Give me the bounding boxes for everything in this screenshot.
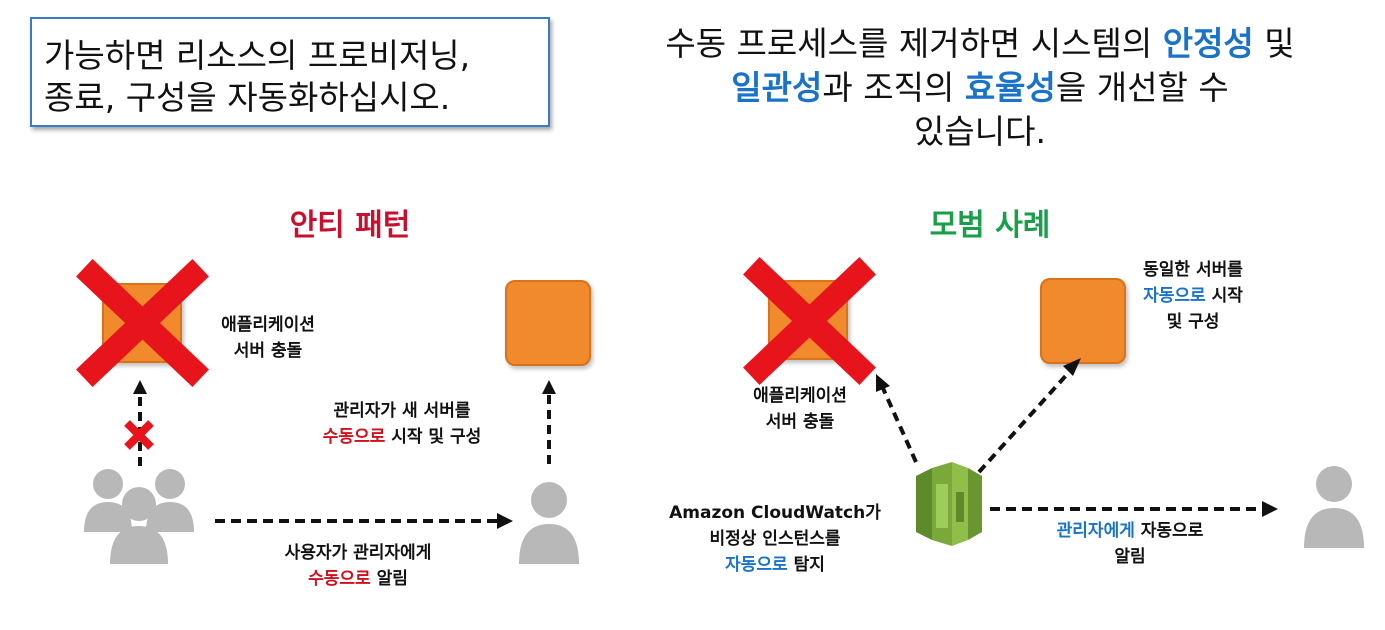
cw-to-server-arrow-icon: [977, 358, 1081, 474]
anti-admin-manual: 수동으로: [322, 427, 386, 447]
headline-stability: 안정성: [1162, 24, 1254, 63]
cw-to-admin-arrow-icon: [990, 501, 1278, 517]
launch-arrow-icon: [542, 380, 556, 464]
bp-notify-label: 관리자에게 자동으로 알림: [1010, 518, 1250, 570]
cw-to-crash-arrow-icon: [876, 374, 918, 463]
admin-user-icon: [519, 482, 579, 564]
anti-crash-line-2: 서버 충돌: [233, 341, 303, 361]
anti-crash-line-1: 애플리케이션: [221, 315, 315, 335]
headline-text: 과 조직의: [822, 68, 965, 107]
anti-notify-label: 사용자가 관리자에게 수동으로 알림: [228, 540, 488, 592]
bp-cloudwatch-label: Amazon CloudWatch가 비정상 인스턴스를 자동으로 탐지: [645, 500, 905, 578]
bp-crash-cross-icon: [743, 257, 876, 385]
bp-crash-line-2: 서버 충돌: [765, 412, 835, 432]
bp-notify-line-2: 알림: [1114, 547, 1146, 567]
note-line-2: 종료, 구성을 자동화하십시오.: [44, 78, 451, 117]
bp-cw-auto: 자동으로: [725, 555, 788, 575]
anti-admin-line-2: 수동으로 시작 및 구성: [272, 424, 532, 450]
anti-notify-line-2: 수동으로 알림: [228, 566, 488, 592]
headline-efficiency: 효율성: [964, 68, 1056, 107]
bp-launch-line-2: 자동으로 시작: [1118, 283, 1268, 309]
anti-notify-manual: 수동으로: [308, 569, 371, 589]
bp-cw-line-3: 자동으로 탐지: [645, 552, 905, 578]
bp-notify-blue: 관리자에게: [1056, 521, 1135, 541]
bp-launch-line-1: 동일한 서버를: [1143, 260, 1243, 280]
crash-cross-icon: [76, 259, 209, 387]
bp-launch-line-3: 및 구성: [1166, 312, 1220, 332]
headline-text: 및: [1253, 24, 1295, 63]
note-box: 가능하면 리소스의 프로비저닝, 종료, 구성을 자동화하십시오.: [30, 17, 550, 127]
cloudwatch-icon: [916, 462, 982, 546]
anti-crash-label: 애플리케이션 서버 충돌: [198, 312, 338, 364]
headline-line-2: 일관성과 조직의 효율성을 개선할 수: [585, 66, 1375, 110]
bp-cw-line-2: 비정상 인스턴스를: [709, 529, 841, 549]
bp-cw-line-1: Amazon CloudWatch가: [669, 503, 881, 523]
best-practice-title: 모범 사례: [929, 208, 1051, 243]
bp-notify-rest: 자동으로: [1134, 521, 1204, 541]
bp-crash-line-1: 애플리케이션: [753, 386, 847, 406]
bp-launch-rest: 시작: [1205, 286, 1243, 306]
headline-consistency: 일관성: [731, 68, 823, 107]
users-group-icon: [84, 469, 194, 564]
bp-cw-rest: 탐지: [787, 555, 825, 575]
anti-notify-rest: 알림: [370, 569, 408, 589]
bp-crash-label: 애플리케이션 서버 충돌: [730, 383, 870, 435]
notify-arrow-icon: [215, 513, 513, 529]
anti-admin-rest: 시작 및 구성: [385, 427, 482, 447]
anti-notify-line-1: 사용자가 관리자에게: [284, 543, 432, 563]
note-line-1: 가능하면 리소스의 프로비저닝,: [44, 36, 471, 75]
headline: 수동 프로세스를 제거하면 시스템의 안정성 및 일관성과 조직의 효율성을 개…: [585, 22, 1375, 154]
anti-pattern-title: 안티 패턴: [289, 208, 411, 243]
headline-line-1: 수동 프로세스를 제거하면 시스템의 안정성 및: [585, 22, 1375, 66]
headline-line-3: 있습니다.: [914, 112, 1046, 151]
bp-launch-auto: 자동으로: [1143, 286, 1206, 306]
blocked-arrow-icon: [133, 380, 147, 466]
headline-text: 을 개선할 수: [1055, 68, 1229, 107]
small-cross-icon: [124, 420, 154, 450]
bp-launch-label: 동일한 서버를 자동으로 시작 및 구성: [1118, 257, 1268, 335]
bp-new-server-icon: [1040, 278, 1126, 364]
bp-admin-user-icon: [1304, 466, 1364, 548]
headline-text: 수동 프로세스를 제거하면 시스템의: [665, 24, 1163, 63]
anti-admin-line-1: 관리자가 새 서버를: [333, 401, 471, 421]
bp-notify-line-1: 관리자에게 자동으로: [1010, 518, 1250, 544]
new-server-icon: [505, 280, 591, 366]
anti-admin-label: 관리자가 새 서버를 수동으로 시작 및 구성: [272, 398, 532, 450]
